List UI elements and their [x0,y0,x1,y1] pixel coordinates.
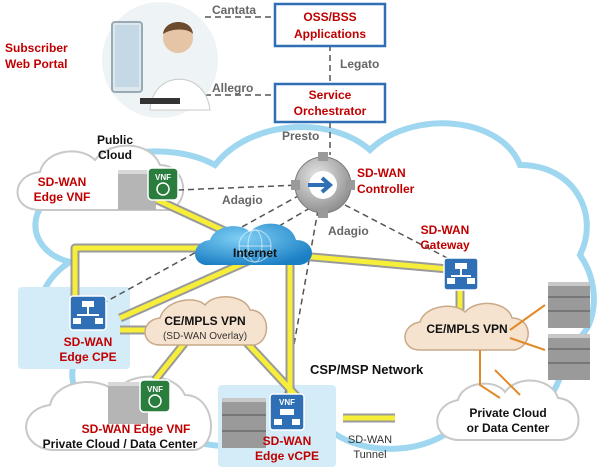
private-cloud-right-line1: Private Cloud [469,406,546,420]
edge-cpe-line1: SD-WAN [64,335,113,349]
svg-text:VNF: VNF [279,398,295,407]
mpls-left-cloud [144,296,268,346]
oss-bss-line1: OSS/BSS [303,10,356,24]
edge-vnf-public-line1: SD-WAN [38,175,87,189]
adagio-right-label: Adagio [328,224,369,238]
csp-network-label: CSP/MSP Network [310,362,424,377]
cantata-label: Cantata [212,3,256,17]
mpls-left-label: CE/MPLS VPN [164,314,245,328]
public-cloud-line2: Cloud [98,148,132,162]
orchestrator-line2: Orchestrator [294,104,367,118]
tunnel-legend-line1: SD-WAN [348,434,392,446]
vnf-green-icon: VNF [147,167,179,201]
server-rack-icon [222,398,266,448]
gateway-device-icon [443,257,479,291]
oss-bss-box [273,2,387,48]
subscriber-line1: Subscriber [5,41,68,55]
edge-vcpe-line2: Edge vCPE [255,449,319,463]
public-cloud-line1: Public [97,133,133,147]
controller-gear-icon [291,152,355,218]
svg-text:VNF: VNF [147,385,163,394]
internet-cloud: Internet [194,223,312,265]
controller-line2: Controller [357,182,415,196]
presto-label: Presto [282,129,319,143]
oss-bss-line2: Applications [294,27,366,41]
private-links-right [479,304,546,399]
mpls-right-cloud [404,302,529,351]
edge-cpe-device-icon [69,295,107,331]
allegro-label: Allegro [212,81,253,95]
controller-line1: SD-WAN [357,166,406,180]
mpls-left-sublabel: (SD-WAN Overlay) [163,331,247,342]
internet-label: Internet [233,246,277,260]
edge-vnf-private-line2: Private Cloud / Data Center [43,437,198,451]
mpls-right-label: CE/MPLS VPN [426,322,507,336]
edge-vcpe-line1: SD-WAN [263,434,312,448]
service-orchestrator-box [273,82,387,124]
private-cloud-right-shape [436,379,580,441]
edge-vnf-public-line2: Edge VNF [34,190,91,204]
edge-cpe-line2: Edge CPE [59,350,116,364]
svg-text:VNF: VNF [155,173,171,182]
subscriber-person-image [102,2,218,118]
adagio-left-label: Adagio [222,193,263,207]
server-rack-icon [548,282,590,328]
vnf-green-icon: VNF [139,379,171,413]
vcpe-device-icon: VNF [269,393,305,431]
server-rack-icon [548,334,590,380]
private-cloud-right-line2: or Data Center [467,421,550,435]
legato-label: Legato [340,57,379,71]
gateway-line1: SD-WAN [421,223,470,237]
subscriber-line2: Web Portal [5,57,67,71]
orchestrator-line1: Service [309,88,352,102]
gateway-line2: Gateway [420,238,470,252]
tunnel-legend-line2: Tunnel [353,449,386,461]
edge-vnf-private-line1: SD-WAN Edge VNF [82,422,191,436]
